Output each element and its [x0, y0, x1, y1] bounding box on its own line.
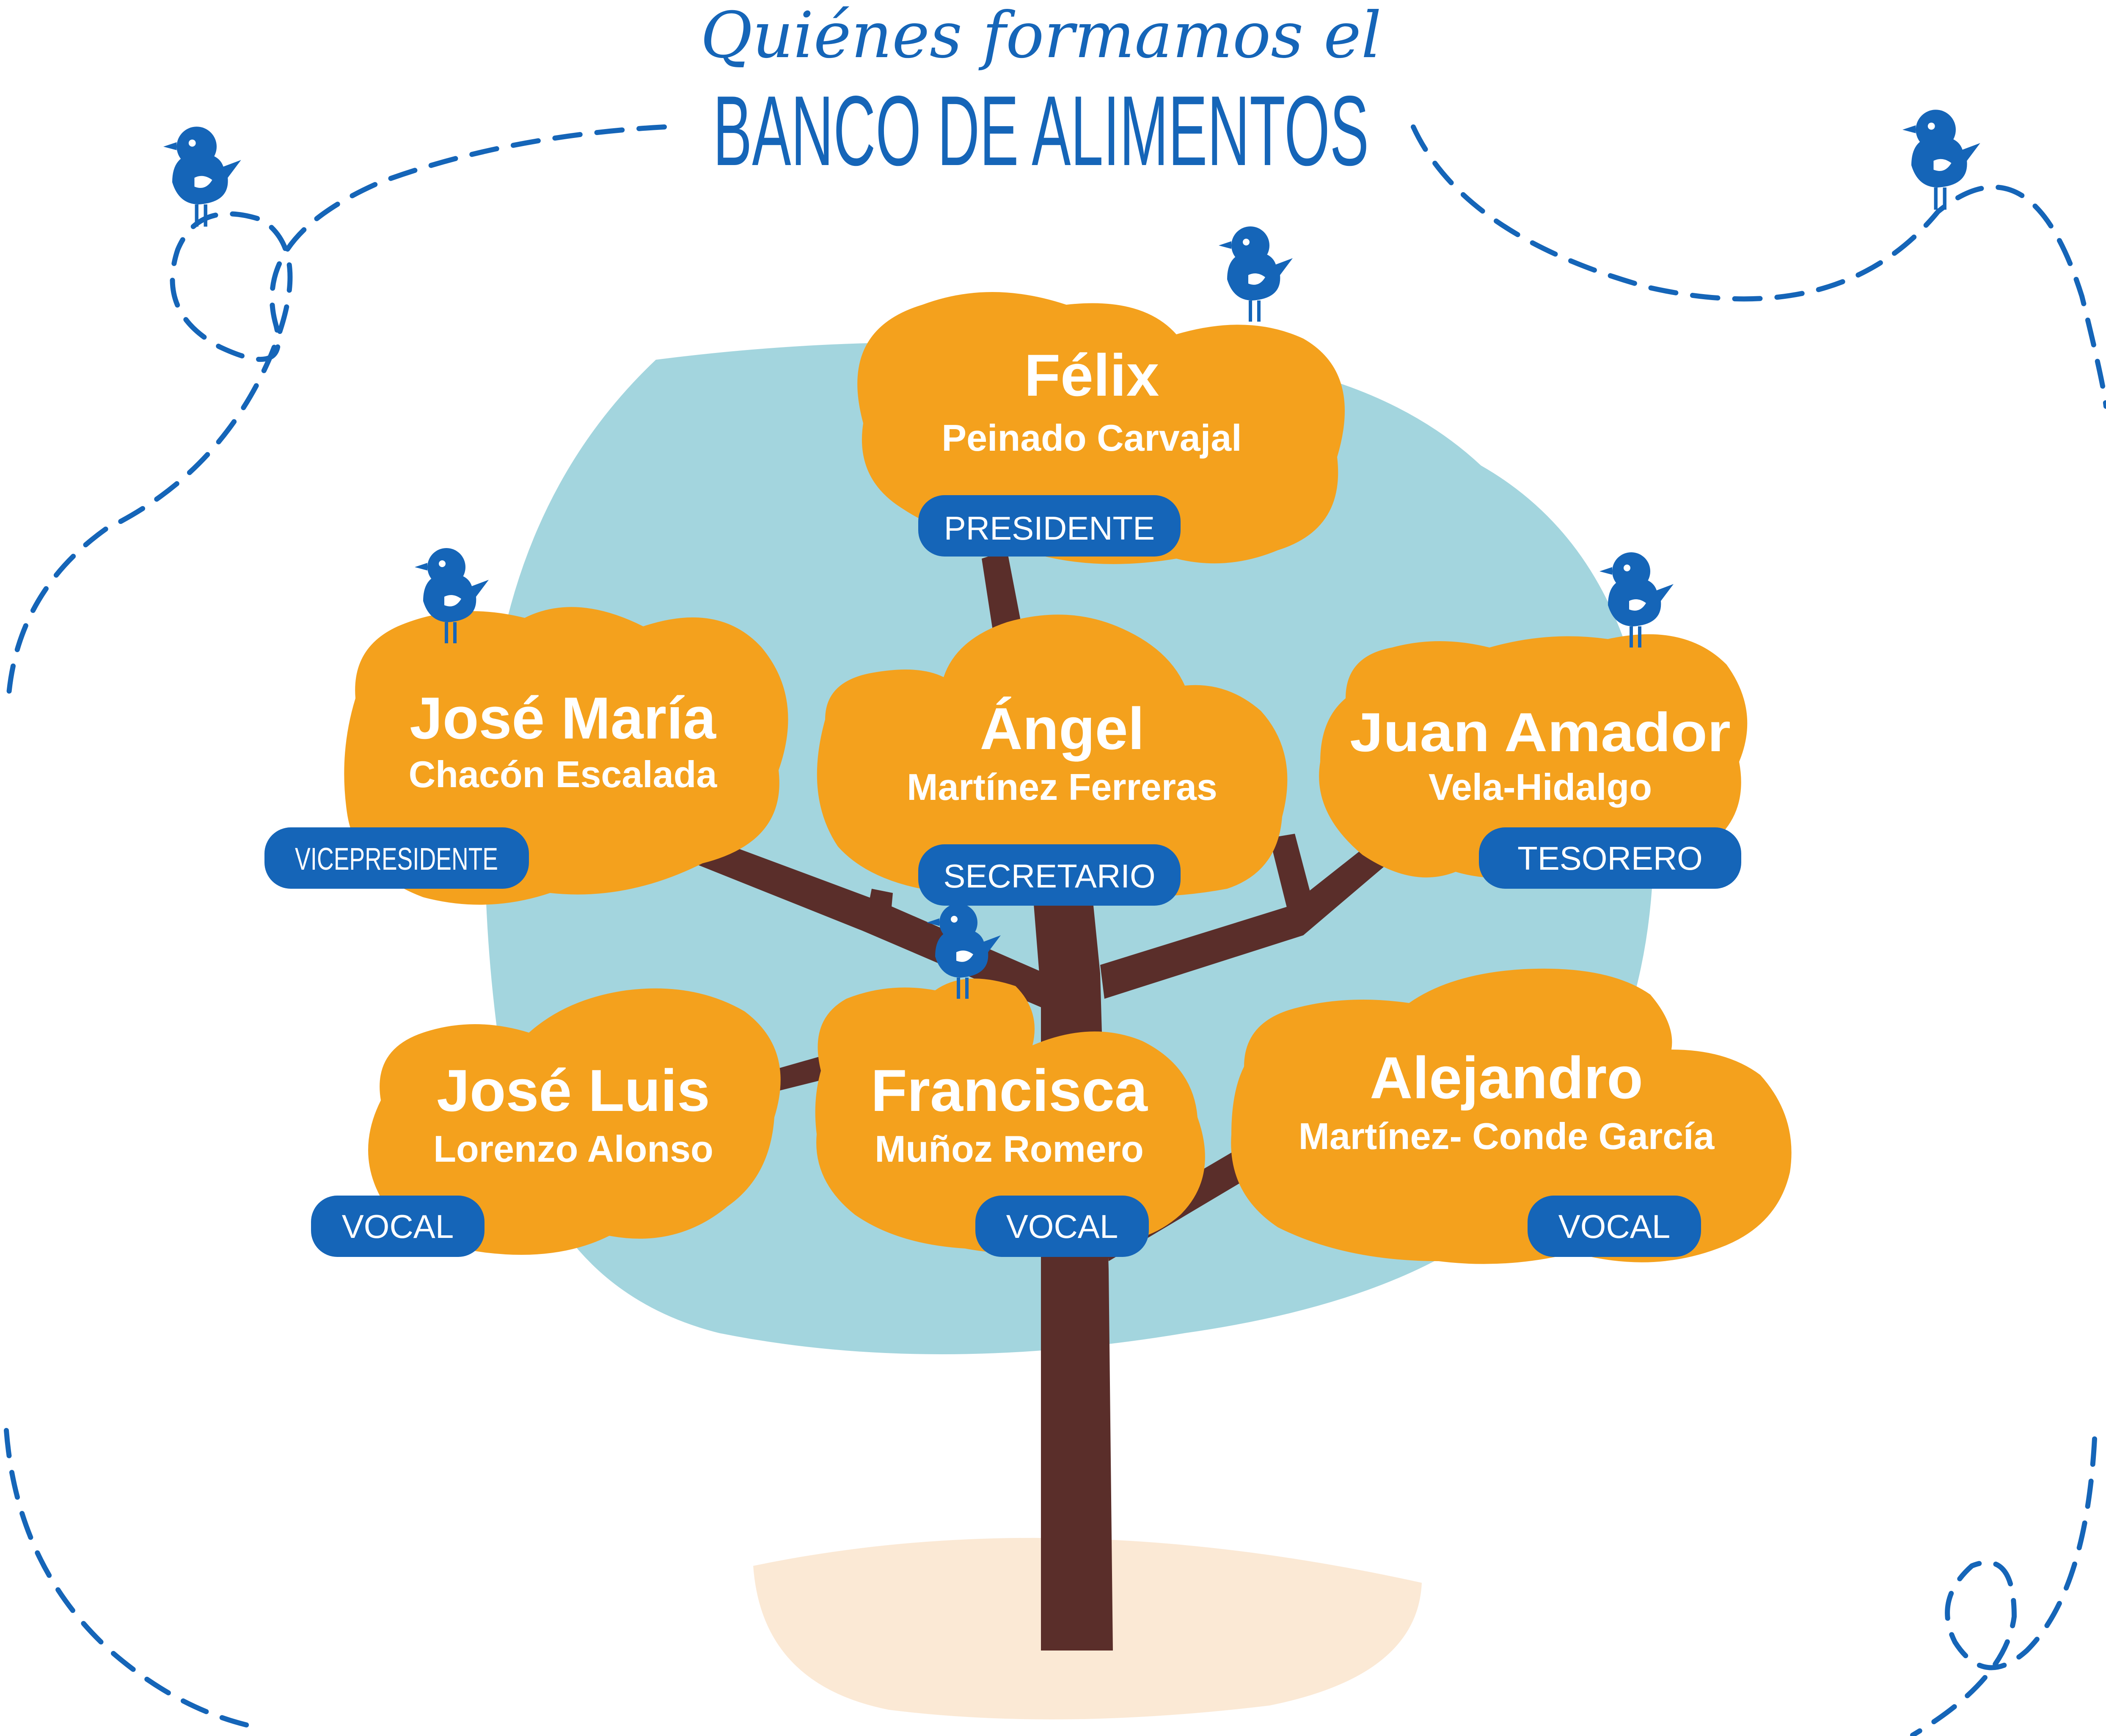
- member-first-name: Alejandro: [1370, 1044, 1643, 1111]
- role-badge-vocal-1: VOCAL: [311, 1196, 485, 1257]
- member-last-name: Peinado Carvajal: [942, 417, 1242, 459]
- role-label: VOCAL: [342, 1208, 454, 1245]
- dashed-path-left: [6, 124, 667, 701]
- bird-icon: [1219, 226, 1293, 322]
- bubble-angel: [817, 614, 1288, 904]
- bubble-francisca: [815, 978, 1205, 1254]
- dashed-path-right: [1411, 124, 2106, 409]
- bubble-alejandro: [1231, 968, 1792, 1264]
- member-alejandro: Alejandro Martínez- Conde García: [1299, 1044, 1715, 1157]
- role-badge-tesorero: TESORERO: [1479, 827, 1741, 889]
- member-first-name: José María: [410, 685, 716, 751]
- member-first-name: Ángel: [980, 695, 1145, 762]
- member-first-name: Félix: [1024, 342, 1159, 408]
- member-first-name: Juan Amador: [1350, 701, 1731, 763]
- member-last-name: Martínez- Conde García: [1299, 1115, 1715, 1157]
- bubble-juan-amador: [1319, 634, 1748, 878]
- member-last-name: Vela-Hidalgo: [1429, 766, 1652, 808]
- dashed-path-bottom-right: [1910, 1436, 2097, 1736]
- dashed-flight-paths: [4, 124, 2106, 1736]
- member-jose-maria: José María Chacón Escalada: [409, 685, 718, 795]
- role-badge-secretario: SECRETARIO: [918, 844, 1181, 906]
- member-last-name: Lorenzo Alonso: [433, 1128, 713, 1170]
- role-label: VOCAL: [1006, 1208, 1118, 1245]
- bubble-jose-luis: [368, 988, 781, 1255]
- member-first-name: José Luis: [437, 1057, 710, 1124]
- role-badge-vocal-2: VOCAL: [975, 1196, 1149, 1257]
- role-label: VOCAL: [1558, 1208, 1670, 1245]
- member-felix: Félix Peinado Carvajal: [942, 342, 1242, 459]
- member-last-name: Chacón Escalada: [409, 753, 718, 795]
- bubbles: [344, 292, 1792, 1264]
- role-badge-vicepresidente: VICEPRESIDENTE: [264, 827, 529, 889]
- title-script-line: Quiénes formamos el: [700, 0, 1382, 72]
- bird-icon: [163, 127, 241, 226]
- member-last-name: Martínez Ferreras: [907, 766, 1217, 808]
- role-badges: PRESIDENTE VICEPRESIDENTE SECRETARIO TES…: [264, 495, 1741, 1257]
- member-juan-amador: Juan Amador Vela-Hidalgo: [1350, 701, 1731, 808]
- role-label: SECRETARIO: [943, 857, 1155, 895]
- role-label: PRESIDENTE: [944, 510, 1155, 547]
- role-label: VICEPRESIDENTE: [295, 841, 498, 876]
- dashed-path-bottom-left: [4, 1428, 256, 1729]
- role-label: TESORERO: [1517, 840, 1703, 877]
- member-angel: Ángel Martínez Ferreras: [907, 695, 1217, 808]
- member-first-name: Francisca: [871, 1057, 1148, 1124]
- member-jose-luis: José Luis Lorenzo Alonso: [433, 1057, 713, 1170]
- member-last-name: Muñoz Romero: [875, 1128, 1144, 1170]
- role-badge-vocal-3: VOCAL: [1528, 1196, 1701, 1257]
- member-francisca: Francisca Muñoz Romero: [871, 1057, 1148, 1170]
- title-main-line: BANCO DE ALIMENTOS: [713, 75, 1369, 186]
- role-badge-presidente: PRESIDENTE: [918, 495, 1181, 557]
